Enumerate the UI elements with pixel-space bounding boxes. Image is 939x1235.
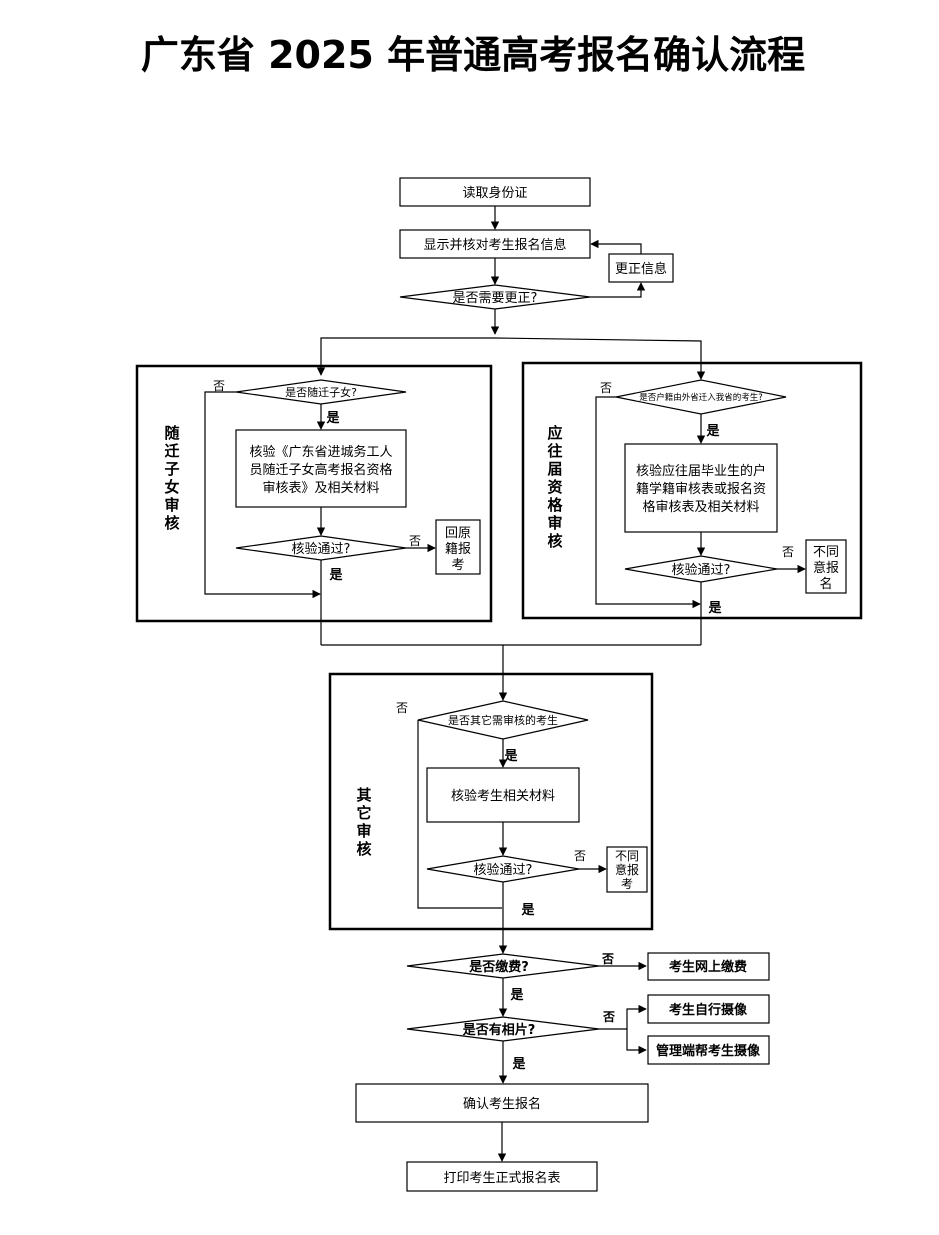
verify-pass-1-label: 核验通过? — [292, 541, 351, 557]
no-label: 否 — [396, 701, 408, 715]
return-origin-line: 考 — [451, 558, 464, 573]
print-form-label: 打印考生正式报名表 — [443, 1170, 560, 1186]
graduate-section-label: 应 往 届 资 格 审 核 — [547, 424, 563, 550]
connector — [599, 1004, 647, 1030]
svg-text:其: 其 — [356, 786, 371, 804]
connector — [316, 337, 495, 376]
connector — [626, 1029, 647, 1055]
verify-grad-line: 核验应往届毕业生的户 — [636, 463, 766, 479]
online-pay-node — [647, 952, 770, 981]
no-label: 否 — [601, 952, 614, 966]
no-label: 否 — [602, 1010, 615, 1024]
page-title: 广东省 2025 年普通高考报名确认流程 — [141, 33, 805, 77]
no-label: 否 — [574, 849, 586, 863]
is-migrant-child-label: 是否随迁子女? — [285, 385, 357, 399]
not-agree-1-line: 名 — [819, 576, 832, 592]
svg-text:女: 女 — [164, 478, 179, 496]
migrant-section-frame — [135, 364, 493, 623]
is-other-decision — [417, 700, 589, 740]
svg-text:审: 审 — [164, 496, 179, 514]
connector — [590, 282, 646, 298]
print-form-node — [406, 1161, 598, 1192]
graduate-section-frame — [521, 361, 863, 620]
not-agree-2-line: 考 — [621, 877, 633, 891]
verify-pass-2-label: 核验通过? — [672, 562, 731, 578]
yes-label: 是 — [705, 424, 720, 439]
migrant-section-label: 随 迁 子 女 审 核 — [164, 424, 179, 532]
not-agree-2-line: 不同 — [615, 849, 639, 863]
self-photo-label: 考生自行摄像 — [669, 1002, 748, 1018]
is-transfer-decision — [615, 379, 787, 415]
correct-info-label: 更正信息 — [615, 261, 667, 277]
show-info-label: 显示并核对考生报名信息 — [423, 237, 566, 253]
verify-migrant-node — [235, 429, 407, 508]
yes-label: 是 — [328, 568, 343, 583]
is-migrant-child-decision — [235, 379, 407, 405]
connector — [595, 396, 701, 609]
svg-text:应: 应 — [547, 424, 562, 442]
other-section-frame — [328, 672, 654, 931]
yes-label: 是 — [325, 411, 340, 426]
online-pay-label: 考生网上缴费 — [669, 959, 747, 975]
yes-label: 是 — [511, 1057, 526, 1072]
yes-label: 是 — [707, 601, 722, 616]
no-label: 否 — [600, 381, 612, 395]
confirm-label: 确认考生报名 — [463, 1096, 541, 1112]
is-other-label: 是否其它需审核的考生 — [448, 713, 558, 727]
no-label: 否 — [213, 379, 225, 393]
self-photo-node — [647, 994, 770, 1024]
svg-text:审: 审 — [547, 514, 562, 532]
not-agree-1-line: 不同 — [813, 545, 839, 560]
verify-migrant-line: 核验《广东省进城务工人 — [249, 444, 392, 460]
not-agree-2-line: 意报 — [615, 862, 639, 877]
verify-pass-3-label: 核验通过? — [474, 862, 533, 878]
svg-text:随: 随 — [164, 424, 179, 442]
svg-text:它: 它 — [356, 804, 371, 822]
is-paid-label: 是否缴费? — [468, 959, 529, 975]
read-id-node — [399, 177, 591, 207]
yes-label: 是 — [520, 903, 535, 918]
svg-text:审: 审 — [356, 822, 371, 840]
svg-text:格: 格 — [547, 496, 563, 514]
svg-text:核: 核 — [547, 532, 562, 550]
no-label: 否 — [409, 534, 421, 548]
not-agree-1-line: 意报 — [813, 560, 839, 576]
need-correct-label: 是否需要更正? — [453, 291, 538, 306]
verify-other-node — [426, 767, 580, 823]
return-origin-line: 籍报 — [445, 541, 471, 557]
other-section-label: 其 它 审 核 — [356, 786, 371, 858]
correct-info-node — [608, 253, 674, 283]
svg-text:核: 核 — [356, 840, 371, 858]
verify-migrant-line: 员随迁子女高考报名资格 — [249, 462, 392, 478]
not-agree-1-node — [805, 539, 847, 594]
admin-photo-label: 管理端帮考生摄像 — [656, 1043, 761, 1059]
read-id-label: 读取身份证 — [462, 185, 527, 201]
no-label: 否 — [782, 545, 794, 559]
not-agree-2-node — [606, 846, 648, 893]
yes-label: 是 — [503, 749, 518, 764]
connector — [204, 391, 321, 599]
verify-migrant-line: 审核表》及相关材料 — [262, 481, 379, 496]
svg-text:往: 往 — [547, 442, 562, 460]
return-origin-line: 回原 — [445, 526, 471, 541]
confirm-node — [355, 1083, 649, 1123]
has-photo-label: 是否有相片? — [462, 1022, 536, 1038]
connector — [590, 239, 642, 254]
return-origin-node — [435, 519, 481, 575]
yes-label: 是 — [509, 988, 524, 1003]
svg-text:核: 核 — [164, 514, 179, 532]
svg-text:资: 资 — [547, 478, 562, 496]
connector — [417, 720, 502, 909]
svg-text:子: 子 — [164, 460, 179, 478]
verify-grad-line: 籍学籍审核表或报名资 — [636, 481, 766, 497]
svg-text:迁: 迁 — [164, 442, 179, 460]
verify-grad-line: 格审核表及相关材料 — [642, 499, 759, 515]
admin-photo-node — [647, 1035, 770, 1065]
verify-other-label: 核验考生相关材料 — [451, 788, 555, 804]
svg-text:届: 届 — [547, 460, 562, 478]
connector — [494, 337, 706, 380]
is-transfer-label: 是否户籍由外省迁入我省的考生? — [639, 392, 763, 403]
